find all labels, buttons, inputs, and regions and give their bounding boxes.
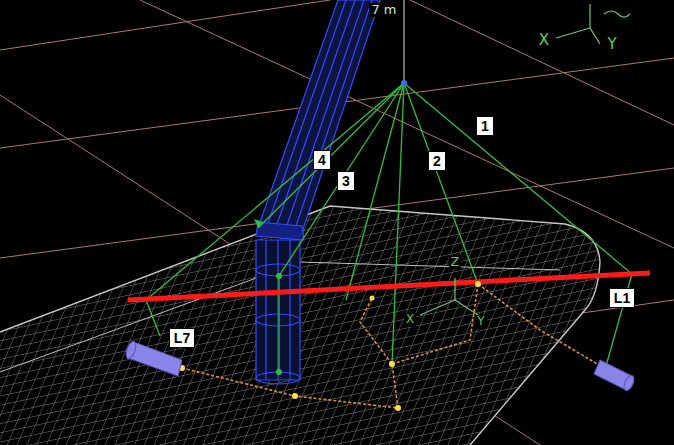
callout-box: 4 — [313, 150, 331, 170]
callout-number: 1 — [481, 118, 489, 134]
callout-box: 1 — [476, 116, 494, 136]
axis-label: Y — [605, 36, 618, 53]
callout-number: 2 — [433, 153, 441, 169]
hull-mesh — [0, 190, 674, 445]
callout-number: 3 — [342, 173, 350, 189]
callout-box: L7 — [169, 328, 195, 348]
arrow-head — [254, 219, 263, 228]
axis-label: X — [404, 313, 416, 326]
callout-number: L1 — [614, 290, 630, 306]
callout-number: 4 — [318, 152, 326, 168]
axis-label: X — [537, 32, 551, 49]
axis-label: 7 m — [369, 3, 398, 17]
mooring-chains — [182, 284, 604, 408]
axis-label: Y — [475, 315, 486, 328]
rigging-lines — [146, 83, 632, 372]
callout-box: L1 — [609, 288, 635, 308]
axis-triad — [420, 4, 630, 315]
red-beam — [128, 273, 650, 300]
anchor-cylinder — [124, 340, 636, 392]
callout-box: 3 — [337, 171, 355, 191]
crane-wire — [404, 0, 405, 83]
chain-nodes — [179, 273, 607, 411]
callout-number: L7 — [174, 330, 190, 346]
hook-point — [401, 80, 407, 86]
axis-label: Z — [449, 255, 462, 269]
callout-box: 2 — [428, 151, 446, 171]
